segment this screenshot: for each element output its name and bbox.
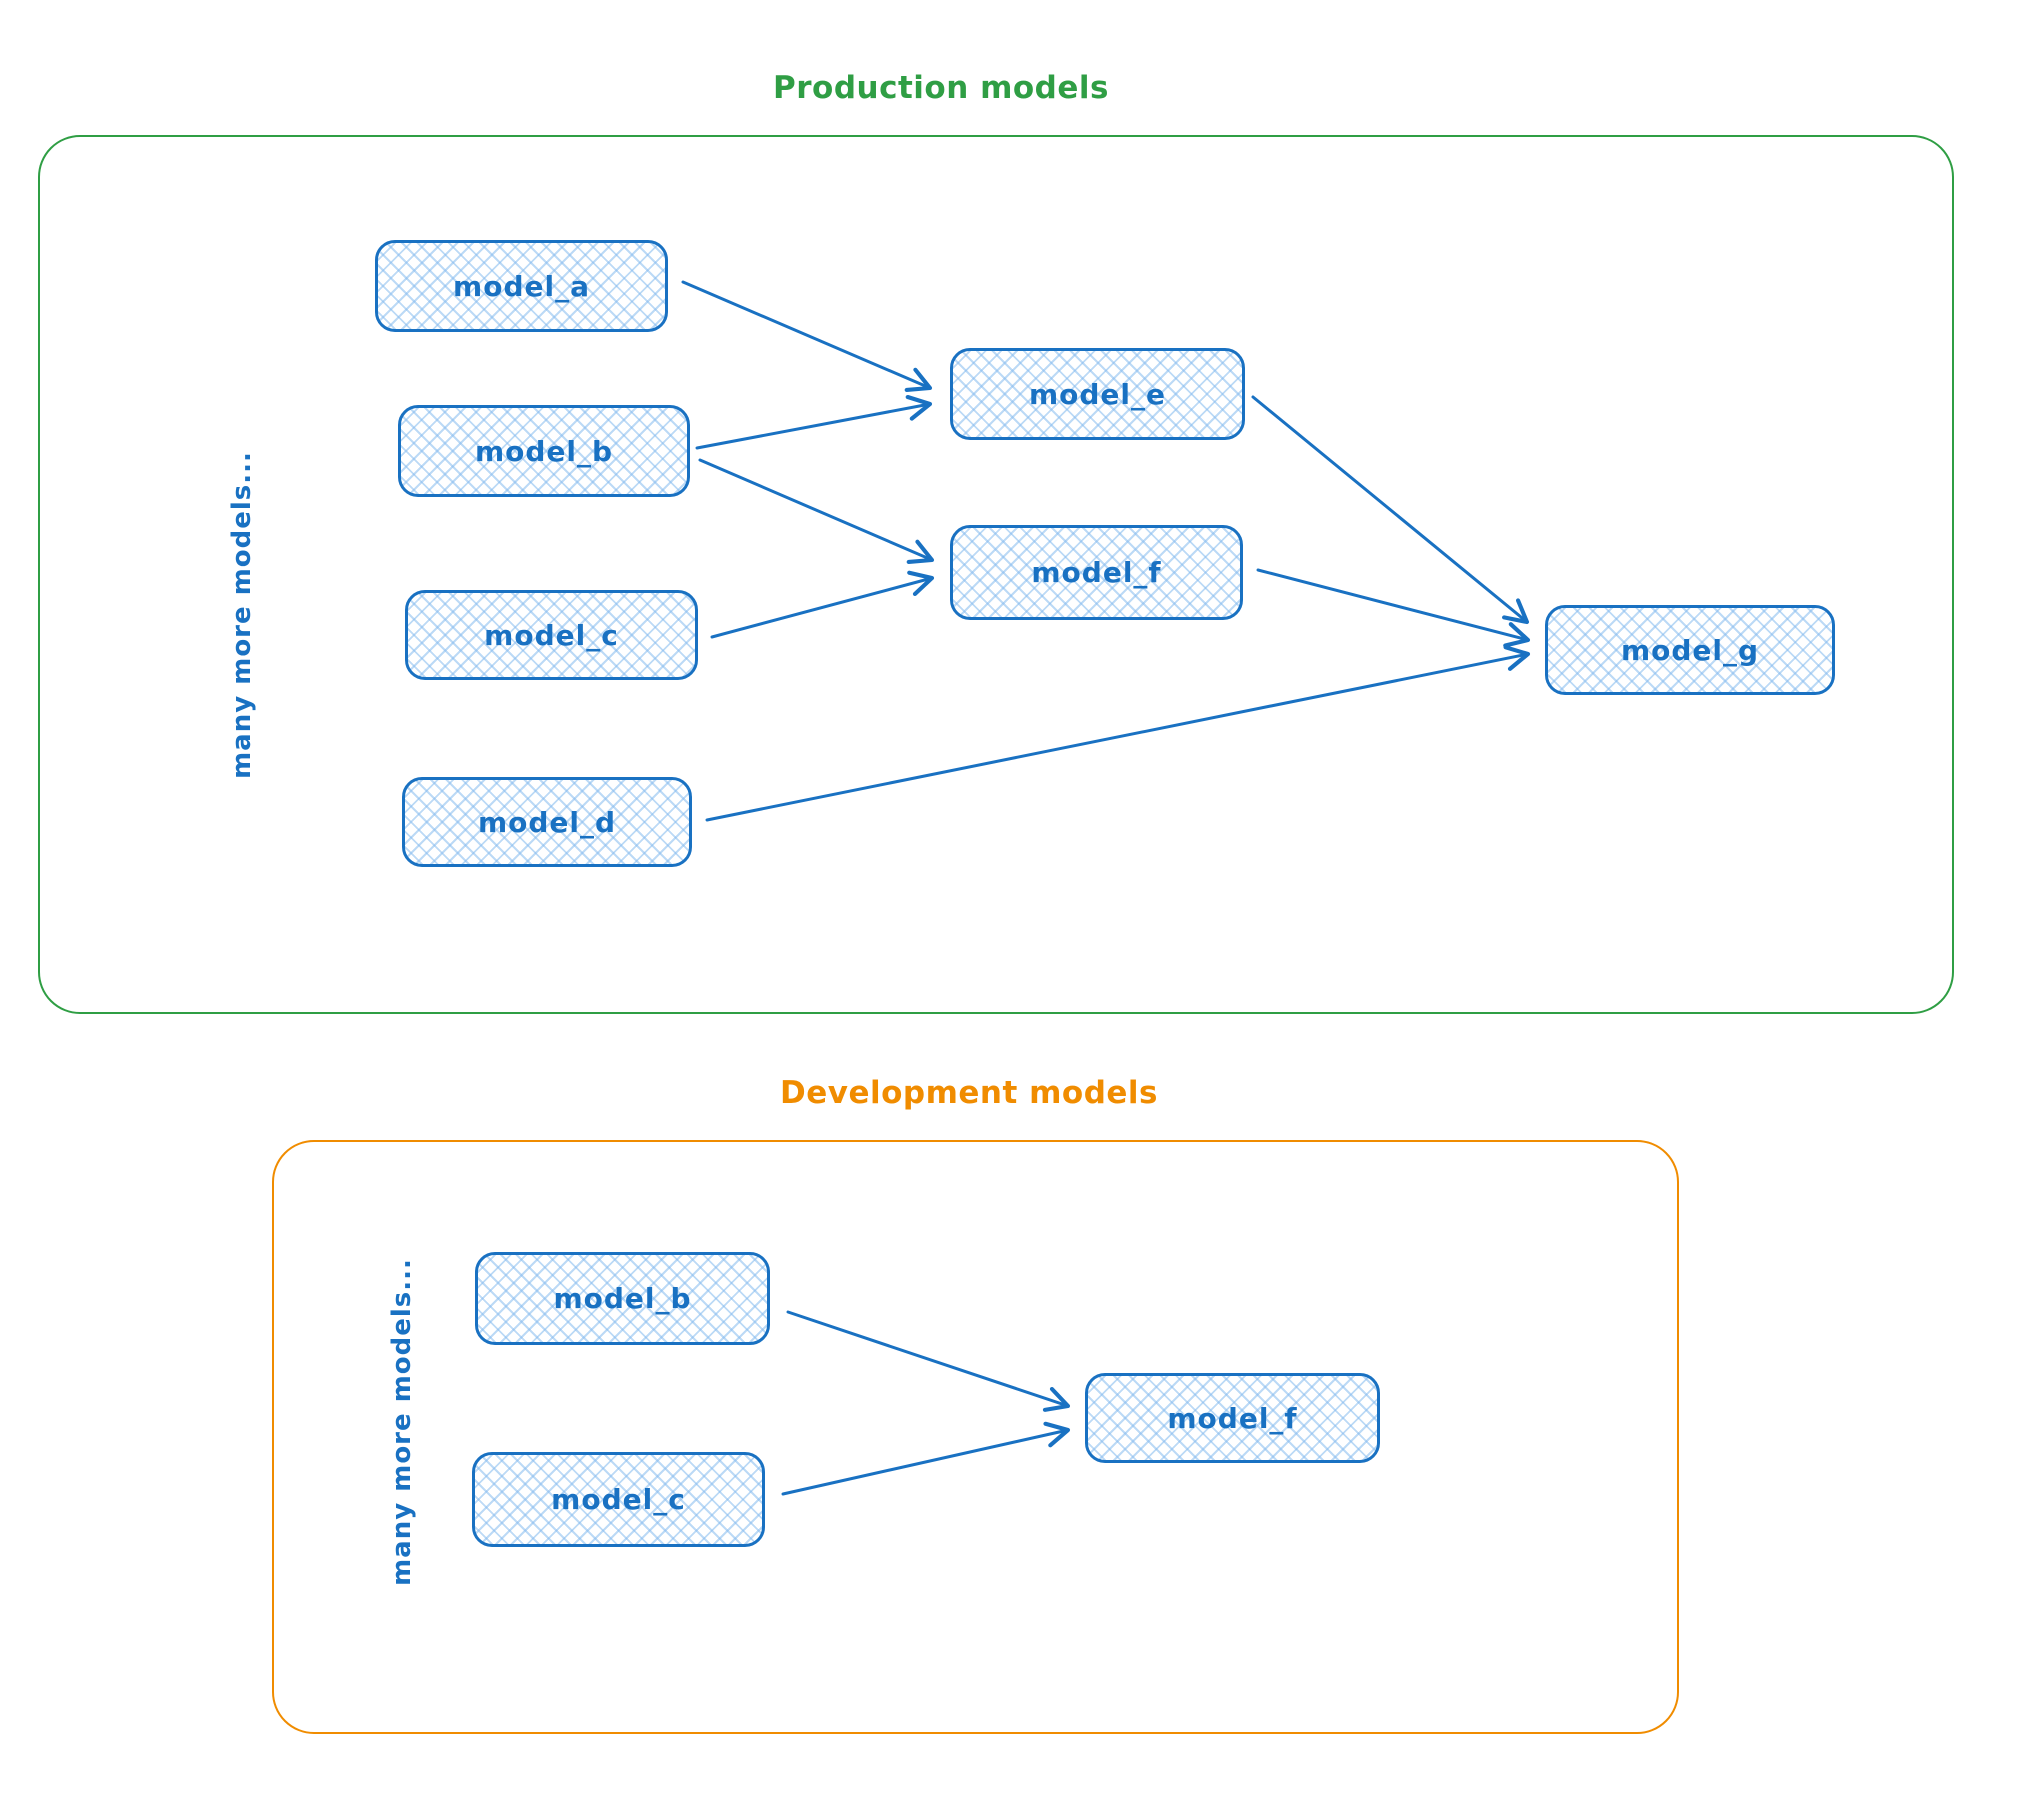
node-label-model_c: model_c: [484, 618, 619, 652]
node-label-model_d: model_d: [477, 805, 617, 839]
production-section-title: Production models: [773, 70, 1109, 106]
node-label-model_f: model_f: [1031, 556, 1162, 589]
node-label-model_e: model_e: [1028, 377, 1167, 411]
development-side-label: many more models...: [387, 1258, 417, 1586]
node-label-model_a: model_a: [453, 269, 590, 303]
node-production-model_g[interactable]: model_g: [1545, 605, 1835, 695]
node-production-model_f[interactable]: model_f: [950, 525, 1243, 620]
development-section-container: [272, 1140, 1679, 1734]
production-side-label: many more models...: [227, 451, 257, 779]
development-section-title: Development models: [779, 1075, 1159, 1111]
node-label-dev-model_c: model_c: [551, 1483, 686, 1516]
node-production-model_c[interactable]: model_c: [405, 590, 698, 680]
node-production-model_d[interactable]: model_d: [402, 777, 692, 867]
node-development-model_b[interactable]: model_b: [475, 1252, 770, 1345]
node-production-model_a[interactable]: model_a: [375, 240, 668, 332]
node-production-model_b[interactable]: model_b: [398, 405, 690, 497]
node-label-model_g: model_g: [1620, 633, 1760, 667]
node-development-model_c[interactable]: model_c: [472, 1452, 765, 1547]
node-development-model_f[interactable]: model_f: [1085, 1373, 1380, 1463]
node-label-model_b: model_b: [474, 434, 614, 468]
node-label-dev-model_b: model_b: [553, 1282, 692, 1315]
node-label-dev-model_f: model_f: [1167, 1401, 1298, 1435]
node-production-model_e[interactable]: model_e: [950, 348, 1245, 440]
production-section-container: [38, 135, 1954, 1014]
